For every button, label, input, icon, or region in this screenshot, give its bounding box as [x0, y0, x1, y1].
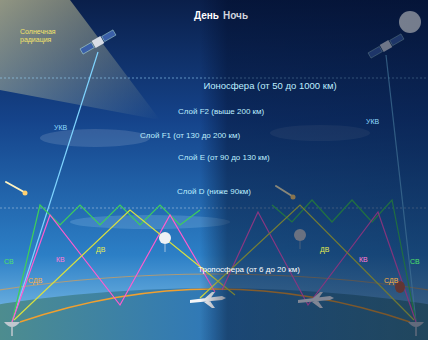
wave-label: ДВ: [320, 246, 329, 254]
night-shade: [200, 0, 428, 340]
wave-label: СВ: [410, 258, 420, 266]
wave-label: КВ: [56, 256, 65, 264]
antenna-dish: [4, 322, 20, 327]
wave-label: СДВ: [28, 277, 42, 285]
balloon-string: [165, 244, 166, 252]
wave-label: УКВ: [366, 118, 379, 126]
cloud: [40, 129, 150, 147]
layer-label: Слой F1 (от 130 до 200 км): [140, 131, 240, 140]
solar-panel: [80, 42, 94, 54]
weather-balloon: [159, 232, 171, 244]
solar-panel: [102, 30, 116, 42]
solar-radiation-label: Солнечная радиация: [20, 28, 68, 44]
satellite: [80, 29, 117, 55]
wave-label: СВ: [4, 258, 14, 266]
wave-label: СДВ: [384, 277, 398, 285]
layer-label: Слой E (от 90 до 130 км): [178, 153, 270, 162]
wave-label: КВ: [359, 256, 368, 264]
wave-label: ДВ: [96, 246, 105, 254]
antenna-mast: [11, 327, 13, 336]
day-heading: День: [194, 10, 219, 22]
antenna: [4, 322, 20, 336]
sun-rays: [0, 0, 160, 120]
sv-ray: [12, 205, 200, 322]
ionosphere-label: Ионосфера (от 50 до 1000 км): [203, 81, 336, 92]
layer-label: Слой F2 (выше 200 км): [178, 107, 264, 116]
night-heading: Ночь: [223, 10, 248, 22]
troposphere-label: Тропосфера (от 6 до 20 км): [198, 265, 300, 274]
meteor-head: [23, 191, 28, 196]
kv-ray: [12, 215, 215, 322]
wave-label: УКВ: [54, 124, 67, 132]
layer-label: Слой D (ниже 90км): [177, 187, 251, 196]
meteor: [6, 182, 24, 192]
